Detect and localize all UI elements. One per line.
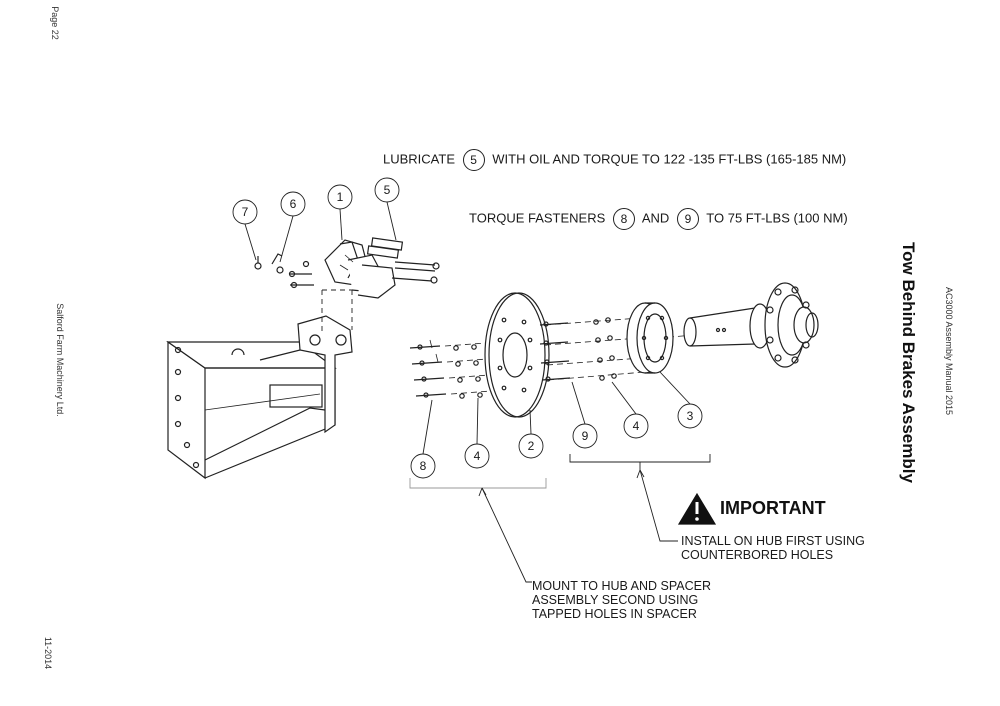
bolts-group-9 bbox=[539, 321, 571, 382]
brake-disc bbox=[484, 292, 550, 418]
mount-line-3: TAPPED HOLES IN SPACER bbox=[532, 607, 697, 621]
callout-5: 5 bbox=[383, 183, 391, 197]
washers-left bbox=[453, 344, 483, 399]
callout-4-left: 4 bbox=[473, 449, 481, 463]
torque-prefix: TORQUE FASTENERS bbox=[469, 210, 606, 226]
important-line-1: INSTALL ON HUB FIRST USING bbox=[681, 534, 865, 548]
warning-triangle-icon bbox=[677, 492, 717, 525]
brake-caliper bbox=[324, 237, 440, 299]
lubricate-ref-5: 5 bbox=[462, 149, 485, 171]
torque-suffix: TO 75 FT-LBS (100 NM) bbox=[706, 210, 848, 226]
callout-7: 7 bbox=[241, 205, 249, 219]
callout-8: 8 bbox=[419, 459, 427, 473]
torque-and: AND bbox=[641, 210, 670, 226]
caliper-fasteners bbox=[254, 253, 314, 289]
mount-note: MOUNT TO HUB AND SPACER ASSEMBLY SECOND … bbox=[532, 579, 711, 621]
group-brackets-right bbox=[569, 454, 711, 470]
callout-3: 3 bbox=[686, 409, 694, 423]
mount-line-2: ASSEMBLY SECOND USING bbox=[532, 593, 699, 607]
callout-leaders bbox=[244, 201, 691, 455]
hub-axle bbox=[683, 282, 819, 368]
note-leaders bbox=[478, 469, 678, 583]
torque-note: TORQUE FASTENERS 8 AND 9 TO 75 FT-LBS (1… bbox=[469, 208, 848, 230]
important-note: INSTALL ON HUB FIRST USING COUNTERBORED … bbox=[681, 534, 865, 562]
callout-2: 2 bbox=[527, 439, 535, 453]
frame-bracket bbox=[166, 315, 353, 480]
bolts-group-8 bbox=[409, 339, 447, 398]
caliper-dash-lines bbox=[321, 289, 353, 335]
important-heading: IMPORTANT bbox=[720, 498, 826, 518]
callout-6: 6 bbox=[289, 197, 297, 211]
torque-ref-9: 9 bbox=[676, 208, 699, 230]
lubricate-suffix: WITH OIL AND TORQUE TO 122 -135 FT-LBS (… bbox=[492, 151, 847, 167]
mount-line-1: MOUNT TO HUB AND SPACER bbox=[532, 579, 711, 593]
callout-9: 9 bbox=[581, 429, 589, 443]
washers-right bbox=[593, 317, 617, 381]
lubricate-note: LUBRICATE 5 WITH OIL AND TORQUE TO 122 -… bbox=[383, 149, 846, 171]
important-line-2: COUNTERBORED HOLES bbox=[681, 548, 834, 562]
group-brackets bbox=[409, 478, 547, 489]
spacer-ring bbox=[626, 302, 674, 374]
callout-4-right: 4 bbox=[632, 419, 640, 433]
callout-1: 1 bbox=[336, 190, 344, 204]
lubricate-prefix: LUBRICATE bbox=[383, 151, 455, 167]
torque-ref-8: 8 bbox=[612, 208, 635, 230]
